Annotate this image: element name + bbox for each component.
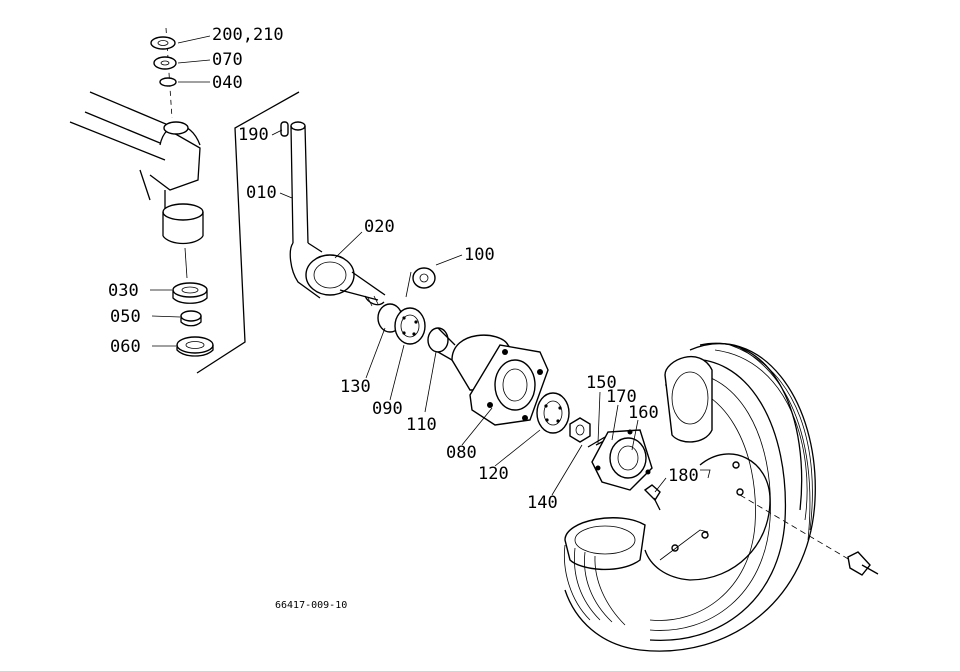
callout-120: 120 [478, 464, 509, 484]
callout-030: 030 [108, 281, 139, 301]
callout-010: 010 [246, 183, 277, 203]
callout-140: 140 [527, 493, 558, 513]
key-190 [280, 121, 289, 137]
callout-130: 130 [340, 377, 371, 397]
callout-110: 110 [406, 415, 437, 435]
callout-180: 180 [668, 466, 699, 486]
callout-100: 100 [464, 245, 495, 265]
bolt-180 [643, 484, 661, 511]
callout-170: 170 [606, 387, 637, 407]
callout-080: 080 [446, 443, 477, 463]
nut-140 [569, 417, 591, 443]
kingpin-axis [165, 27, 173, 119]
knuckle-arm [280, 121, 386, 307]
lower-bearing-parts [172, 282, 214, 357]
callout-090: 090 [372, 399, 403, 419]
callout-020: 020 [364, 217, 395, 237]
leader-lines [150, 35, 667, 496]
wheel-tire [564, 342, 879, 652]
callout-060: 060 [110, 337, 141, 357]
cap-160-170 [591, 429, 653, 491]
spacer-110 [427, 327, 456, 361]
front-axle-beam [69, 91, 204, 279]
washer-100 [405, 267, 436, 298]
callout-labels: 200,210 070 040 190 010 020 100 030 050 … [108, 25, 699, 611]
assembly-bracket [196, 91, 300, 374]
callout-150: 150 [586, 373, 617, 393]
callout-070: 070 [212, 50, 243, 70]
bearing-120 [536, 392, 570, 434]
drawing-code: 66417-009-10 [275, 600, 347, 611]
callout-040: 040 [212, 73, 243, 93]
callout-050: 050 [110, 307, 141, 327]
callout-160: 160 [628, 403, 659, 423]
hub-080 [451, 334, 549, 426]
bearings-090-130 [377, 303, 426, 345]
callout-200-210: 200,210 [212, 25, 284, 45]
callout-190: 190 [238, 125, 269, 145]
top-washers [150, 36, 177, 87]
